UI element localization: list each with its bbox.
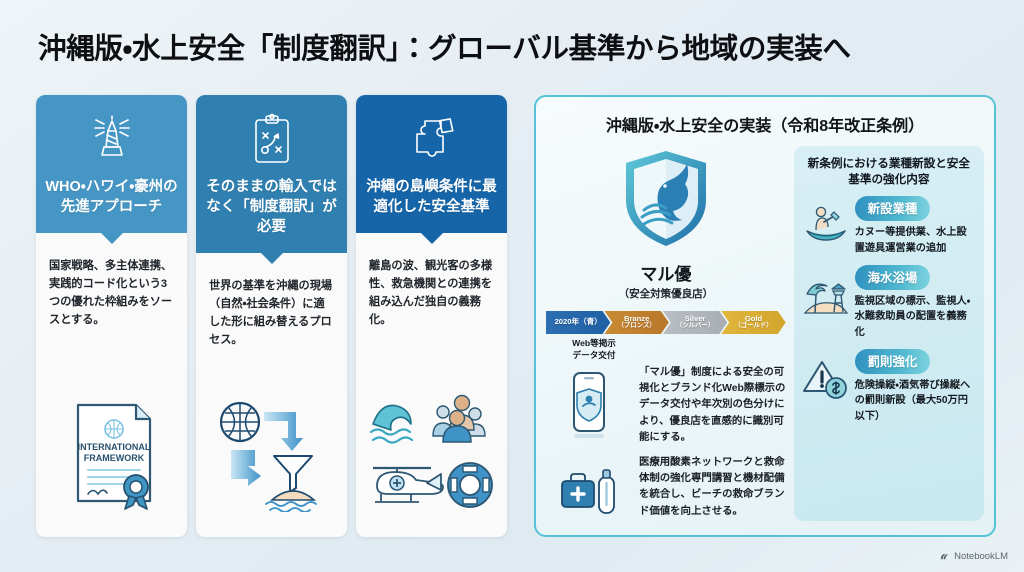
medical-oxygen-block: 医療用酸素ネットワークと救命体制の強化専門講習と機材配備を統合し、ビーチの救命ブ… [546,455,786,523]
panel-title: 沖縄版・水上安全の実装（令和8年改正条例） [605,118,925,135]
canoe-paddler-icon [803,196,849,256]
notebooklm-logo-icon [940,553,949,560]
smartphone-certificate-icon [546,365,632,449]
waves-people-helicopter-lifebuoy-illustration [356,387,507,537]
clipboard-strategy-icon [204,109,339,171]
maruyu-visualization-text: 「マル優」制度による安全の可視化とブランド化Web際標示のデータ交付や年次別の色… [639,367,786,443]
card-title: 沖縄の島嶼条件に最適化した安全基準 [366,179,497,215]
maruyu-visualization-block: 「マル優」制度による安全の可視化とブランド化Web際標示のデータ交付や年次別の色… [546,365,786,449]
maruyu-section: マル優 （安全対策優良店） 2020年（青） Branze （ブロンズ） Sil… [546,146,786,521]
notebooklm-watermark: NotebookLM [939,551,1008,562]
implementation-panel: 沖縄版・水上安全の実装（令和8年改正条例） [534,95,996,537]
tier-sublabel: （シルバー） [675,322,715,330]
card-header: そのままの輸入ではなく「制度翻訳」が必要 [196,95,347,264]
subpanel-chip: 海水浴場 [854,265,931,291]
warning-penalty-icon [802,349,849,424]
subpanel-description: 危険操縦・酒気帯び操縦への罰則新設（最大50万円以下） [854,379,971,422]
international-framework-certificate-illustration: INTERNATIONAL FRAMEWORK [36,387,187,537]
card-title: WHO・ハワイ・豪州の先進アプローチ [45,179,178,215]
tier-label: Silver [684,313,706,323]
medical-oxygen-kit-icon [546,455,632,523]
card-header: 沖縄の島嶼条件に最適化した安全基準 [356,95,507,244]
page-title: 沖縄版・水上安全「制度翻訳」：グローバル基準から地域の実装へ [38,33,851,65]
subpanel-item-beach[interactable]: 海水浴場 監視区域の標示、監視人・水難救助員の配置を義務化 [803,265,975,340]
card-header: WHO・ハワイ・豪州の先進アプローチ [36,95,187,244]
card-body-text: 離島の波、観光客の多様性、救急機関との連携を組み込んだ独自の義務化。 [369,260,493,327]
new-ordinance-subpanel: 新条例における業種新設と安全基準の強化内容 新設業種 カヌー等提供業、水上設置遊… [793,146,984,521]
tier-chip[interactable]: Gold （ゴールド） [721,311,785,334]
badge-subtitle: （安全対策優良店） [618,288,714,300]
tier-chip[interactable]: Branze （ブロンズ） [604,311,668,334]
subpanel-item-penalty[interactable]: 罰則強化 危険操縦・酒気帯び操縦への罰則新設（最大50万円以下） [802,348,975,424]
tier-chip[interactable]: Silver （シルバー） [663,311,727,334]
medical-oxygen-text: 医療用酸素ネットワークと救命体制の強化専門講習と機材配備を統合し、ビーチの救命ブ… [639,457,785,517]
badge-name: マル優 [640,265,692,284]
svg-text:INTERNATIONAL: INTERNATIONAL [77,442,150,452]
dolphin-shield-badge [625,151,706,246]
card-body-text: 世界の基準を沖縄の現場（自然・社会条件）に適した形に組み替えるプロセス。 [209,280,333,347]
tier-sublabel: （ブロンズ） [617,322,656,330]
globe-funnel-island-illustration [196,387,347,537]
tier-sublabel: （ゴールド） [734,322,773,330]
card-title: そのままの輸入ではなく「制度翻訳」が必要 [206,179,337,235]
card-who-hawaii-australia[interactable]: WHO・ハワイ・豪州の先進アプローチ 国家戦略、多主体連携、実践的コード化という… [36,95,187,537]
subpanel-description: 監視区域の標示、監視人・水難救助員の配置を義務化 [854,296,971,338]
svg-text:FRAMEWORK: FRAMEWORK [83,453,144,463]
card-institutional-translation[interactable]: そのままの輸入ではなく「制度翻訳」が必要 世界の基準を沖縄の現場（自然・社会条件… [196,95,347,537]
ribbon-note: Web等掲示 データ交付 [572,338,616,360]
lighthouse-icon [44,109,179,171]
tier-label: 2020年（青） [554,317,602,327]
subpanel-item-new-business[interactable]: 新設業種 カヌー等提供業、水上設置遊具運営業の追加 [803,196,975,256]
beach-umbrella-lifeguard-tower-icon [803,265,849,340]
tier-ribbon: 2020年（青） Branze （ブロンズ） Silver （シルバー） Gol… [546,311,786,334]
watermark-label: NotebookLM [954,551,1008,562]
tier-chip[interactable]: 2020年（青） [546,311,610,334]
subpanel-chip: 罰則強化 [854,348,931,374]
tier-label: Gold [744,313,763,323]
card-okinawa-island-standards[interactable]: 沖縄の島嶼条件に最適化した安全基準 離島の波、観光客の多様性、救急機関との連携を… [356,95,507,537]
approach-card-list: WHO・ハワイ・豪州の先進アプローチ 国家戦略、多主体連携、実践的コード化という… [36,95,508,537]
card-body-text: 国家戦略、多主体連携、実践的コード化という3つの優れた枠組みをソースとする。 [49,260,173,327]
subpanel-chip: 新設業種 [854,196,931,222]
puzzle-piece-icon [364,109,499,171]
subpanel-title: 新条例における業種新設と安全基準の強化内容 [807,157,970,187]
maruyu-badge: マル優 （安全対策優良店） [546,146,786,301]
subpanel-description: カヌー等提供業、水上設置遊具運営業の追加 [854,227,967,254]
tier-label: Branze [623,313,650,323]
